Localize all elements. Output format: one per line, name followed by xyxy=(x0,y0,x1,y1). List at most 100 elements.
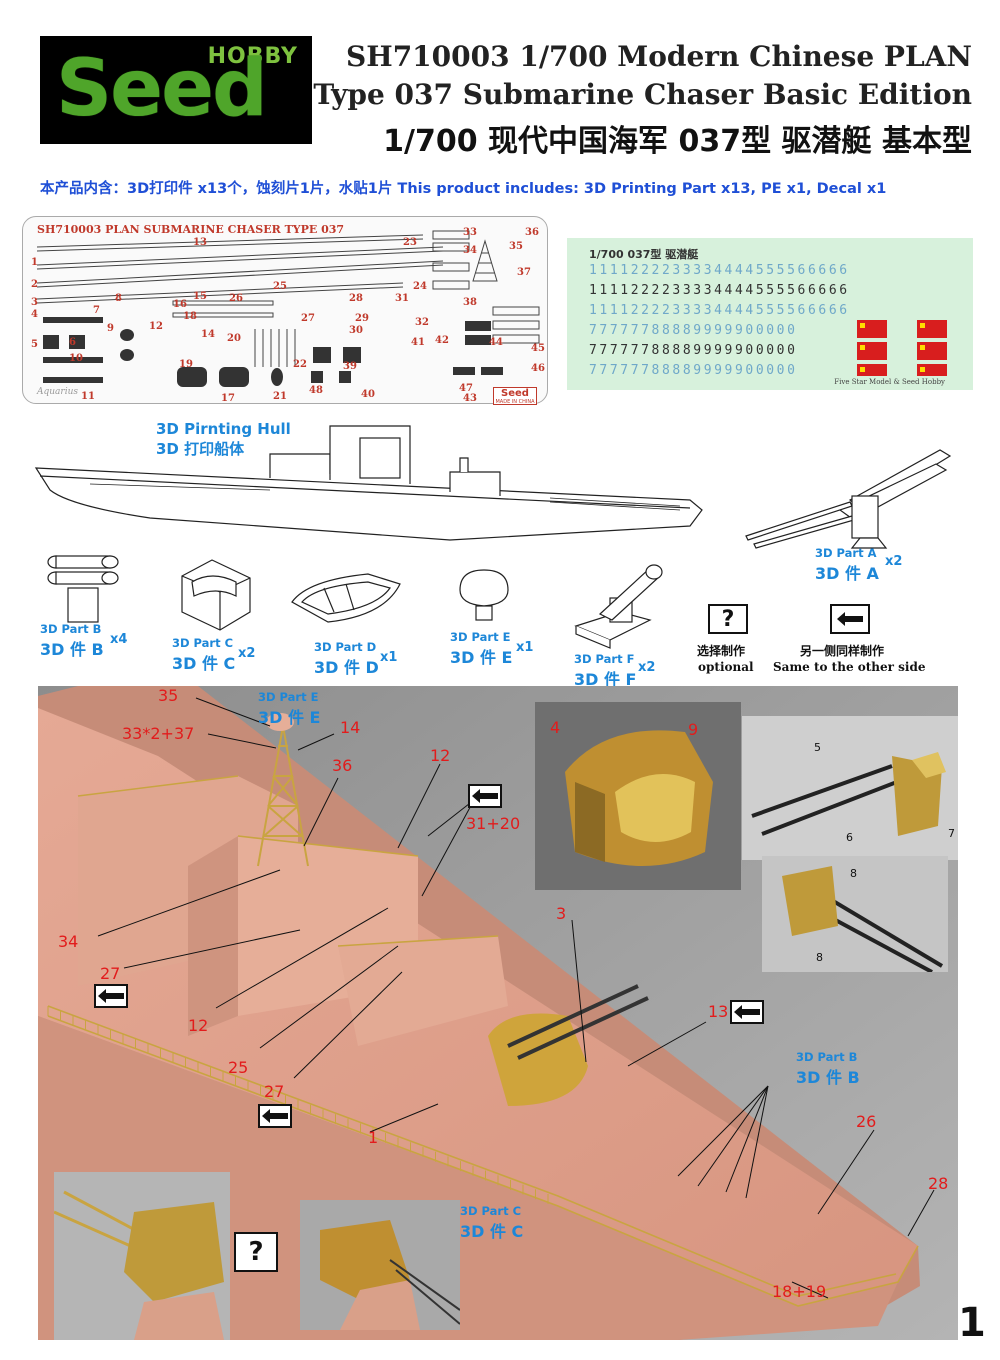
fret-part-number: 43 xyxy=(463,393,477,404)
part-e-drawing xyxy=(459,569,509,621)
part-b-label: 3D Part B 3D 件 B x4 xyxy=(40,622,127,660)
fret-part-number: 11 xyxy=(81,391,95,402)
photo-part-c-label: 3D Part C 3D 件 C xyxy=(460,1204,523,1242)
hull-label-en: 3D Pirnting Hull xyxy=(156,420,291,438)
callout-12-a: 12 xyxy=(430,746,451,765)
part-d-drawing xyxy=(291,573,401,623)
fret-part-number: 4 xyxy=(31,309,38,320)
flag-decal xyxy=(917,364,947,376)
same-side-icon xyxy=(730,1000,764,1024)
same-side-icon xyxy=(258,1104,292,1128)
logo-hobby-text: HOBBY xyxy=(207,44,298,69)
callout-5: 5 xyxy=(814,741,821,754)
fret-part-number: 42 xyxy=(435,335,449,346)
flag-decal xyxy=(917,320,947,338)
callout-8-b: 8 xyxy=(816,951,823,964)
decal-row: 1111222233334444555566666 xyxy=(589,263,850,278)
part-c-en: 3D Part C xyxy=(172,636,234,650)
title-line-1: SH710003 1/700 Modern Chinese PLAN xyxy=(346,40,972,73)
question-mark-icon: ? xyxy=(248,1237,264,1267)
callout-27-a: 27 xyxy=(100,964,121,983)
decal-row: 1111222233334444555566666 xyxy=(589,303,850,318)
inset-part-a-closeup xyxy=(742,716,958,860)
photo-part-c-cn: 3D 件 C xyxy=(460,1222,524,1241)
callout-31-20: 31+20 xyxy=(466,814,521,833)
title-line-2: Type 037 Submarine Chaser Basic Edition xyxy=(313,78,972,111)
callout-4: 4 xyxy=(550,718,561,737)
part-a-en: 3D Part A xyxy=(815,546,877,560)
callout-7: 7 xyxy=(948,827,955,840)
contents-line: 本产品内含：3D打印件 x13个，蚀刻片1片，水贴1片 This product… xyxy=(40,181,887,197)
fret-part-number: 26 xyxy=(229,293,243,304)
part-a-cn: 3D 件 A xyxy=(815,564,879,583)
same-side-label-cn: 另一侧同样制作 xyxy=(800,644,885,658)
fret-part-number: 46 xyxy=(531,363,545,374)
fret-part-number: 21 xyxy=(273,391,287,402)
inset-part-c-on-hull xyxy=(300,1200,460,1330)
inset-part-a-side-closeup xyxy=(762,856,948,972)
callout-26: 26 xyxy=(856,1112,877,1131)
inset-optional-turret xyxy=(54,1172,230,1340)
fret-part-number: 19 xyxy=(179,359,193,370)
callout-27-b: 27 xyxy=(264,1082,285,1101)
double-arrow-icon xyxy=(262,1109,288,1123)
fret-brand-plate: Seed MADE IN CHINA xyxy=(493,387,537,405)
fret-part-number: 31 xyxy=(395,293,409,304)
double-arrow-icon xyxy=(734,1005,760,1019)
fret-part-number: 28 xyxy=(349,293,363,304)
part-d-qty: x1 xyxy=(380,650,398,665)
callout-8-a: 8 xyxy=(850,867,857,880)
part-d-cn: 3D 件 D xyxy=(314,658,379,677)
optional-icon: ? xyxy=(234,1232,278,1272)
fret-part-number: 25 xyxy=(273,281,287,292)
same-side-icon xyxy=(468,784,502,808)
flag-decal xyxy=(857,320,887,338)
part-d-en: 3D Part D xyxy=(314,640,377,654)
fret-part-number: 6 xyxy=(69,337,76,348)
callout-6: 6 xyxy=(846,831,853,844)
part-f-qty: x2 xyxy=(638,660,656,675)
double-arrow-icon xyxy=(98,989,124,1003)
fret-part-number: 38 xyxy=(463,297,477,308)
photo-part-b-en: 3D Part B xyxy=(796,1050,858,1064)
callout-1: 1 xyxy=(368,1128,379,1147)
callout-9: 9 xyxy=(688,720,699,739)
fret-part-number: 36 xyxy=(525,227,539,238)
seed-hobby-logo: HOBBY Seed xyxy=(40,36,312,144)
fret-brand: Seed xyxy=(501,388,529,399)
decal-row: 77777788889999900000 xyxy=(589,343,798,358)
part-b-drawing xyxy=(47,555,119,623)
callout-36: 36 xyxy=(332,756,353,775)
fret-part-number: 9 xyxy=(107,323,114,334)
double-arrow-icon xyxy=(472,789,498,803)
part-a-drawing xyxy=(745,449,952,549)
product-title-en: SH710003 1/700 Modern Chinese PLAN Type … xyxy=(313,38,972,114)
logo-seed-text: Seed xyxy=(56,44,268,134)
fret-part-number: 5 xyxy=(31,339,38,350)
question-mark-icon: ? xyxy=(721,606,735,632)
fret-part-number: 8 xyxy=(115,293,122,304)
fret-part-number: 13 xyxy=(193,237,207,248)
photo-part-e-cn: 3D 件 E xyxy=(258,708,321,727)
same-side-label-en: Same to the other side xyxy=(773,660,926,674)
fret-part-number: 33 xyxy=(463,227,477,238)
photo-part-b-cn: 3D 件 B xyxy=(796,1068,860,1087)
optional-label-en: optional xyxy=(698,660,754,674)
optional-turret-render xyxy=(54,1190,224,1340)
part-f-cn: 3D 件 F xyxy=(574,670,637,689)
fret-part-number: 12 xyxy=(149,321,163,332)
fret-part-number: 14 xyxy=(201,329,215,340)
part-e-label: 3D Part E 3D 件 E x1 xyxy=(450,630,533,668)
part-a-side-render xyxy=(782,866,944,972)
fret-part-number: 3 xyxy=(31,297,38,308)
part-d-label: 3D Part D 3D 件 D x1 xyxy=(314,640,397,678)
fret-part-number: 32 xyxy=(415,317,429,328)
part-a-label: 3D Part A 3D 件 A x2 xyxy=(815,546,902,584)
callout-18-19: 18+19 xyxy=(772,1282,827,1301)
hull-drawing xyxy=(34,425,703,541)
fret-part-number: 45 xyxy=(531,343,545,354)
part-f-drawing xyxy=(574,564,663,649)
flag-decal xyxy=(857,364,887,376)
